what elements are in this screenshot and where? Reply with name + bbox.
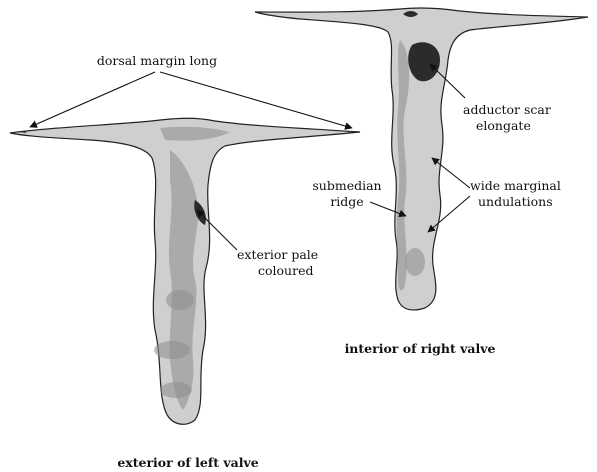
label-undulations-line2: undulations	[478, 194, 553, 209]
label-adductor-scar-line2: elongate	[476, 118, 531, 133]
label-submedian-line2: ridge	[330, 194, 363, 209]
caption-left-valve: exterior of left valve	[117, 455, 258, 470]
label-exterior-pale-line2: coloured	[258, 263, 313, 278]
label-exterior-pale-line1: exterior pale	[237, 247, 318, 262]
label-dorsal-margin: dorsal margin long	[97, 53, 217, 68]
arrow-dorsal-left	[30, 72, 155, 127]
caption-right-valve: interior of right valve	[345, 341, 496, 356]
label-undulations-line1: wide marginal	[470, 178, 561, 193]
label-adductor-scar-line1: adductor scar	[463, 102, 551, 117]
label-submedian-line1: submedian	[312, 178, 381, 193]
